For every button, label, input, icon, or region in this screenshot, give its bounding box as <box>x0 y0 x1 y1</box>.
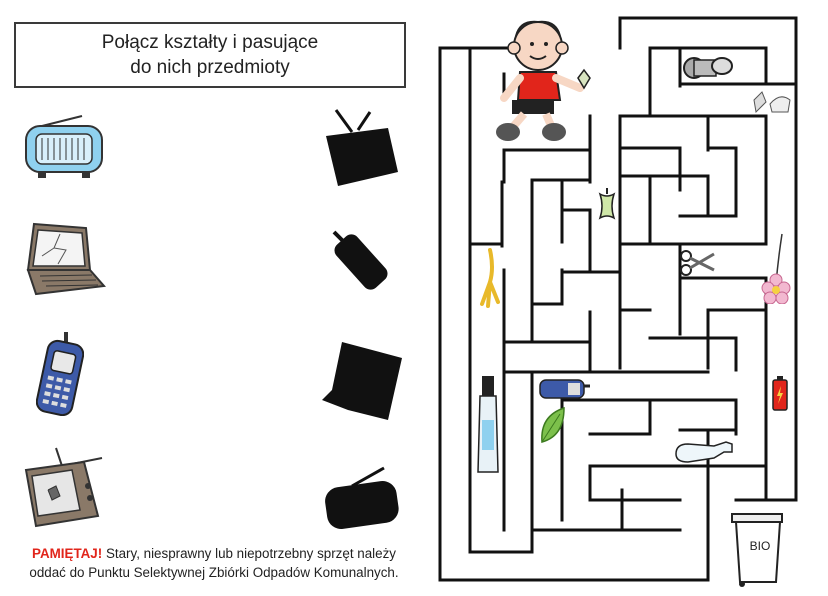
tv-icon[interactable] <box>22 446 106 532</box>
leaf-icon <box>541 406 565 443</box>
banana-peel-icon <box>480 248 500 308</box>
laptop-silhouette-icon[interactable] <box>318 340 404 422</box>
footer-line-2: oddać do Punktu Selektywnej Zbiórki Odpa… <box>29 565 399 580</box>
remember-label: PAMIĘTAJ! <box>32 546 103 561</box>
boy-character <box>496 20 591 141</box>
radio-icon[interactable] <box>24 112 104 180</box>
tin-can-icon <box>683 57 733 79</box>
eggshell-icon <box>753 91 791 114</box>
footer-line-1: Stary, niesprawny lub niepotrzebny sprzę… <box>102 546 396 561</box>
bio-bin-icon: BIO <box>731 513 783 587</box>
phone-silhouette-icon[interactable] <box>322 226 398 302</box>
apple-core-icon <box>598 188 616 220</box>
laptop-icon[interactable] <box>20 220 106 300</box>
toothpaste-tube-icon <box>477 376 499 473</box>
title-line-2: do nich przedmioty <box>130 57 290 78</box>
battery-icon <box>772 376 788 411</box>
glass-bottle-icon <box>675 441 733 463</box>
title-line-1: Połącz kształty i pasujące <box>101 32 319 53</box>
footer-note: PAMIĘTAJ! Stary, niesprawny lub niepotrz… <box>0 544 428 582</box>
mobile-phone-icon[interactable] <box>36 330 84 416</box>
radio-silhouette-icon[interactable] <box>322 466 402 536</box>
flower-icon <box>761 233 791 304</box>
mobile-phone-icon <box>539 379 590 399</box>
title-box: Połącz kształty i pasujące do nich przed… <box>14 22 406 88</box>
tv-silhouette-icon[interactable] <box>322 108 402 188</box>
scissors-icon <box>680 250 715 276</box>
bin-label: BIO <box>750 539 771 553</box>
